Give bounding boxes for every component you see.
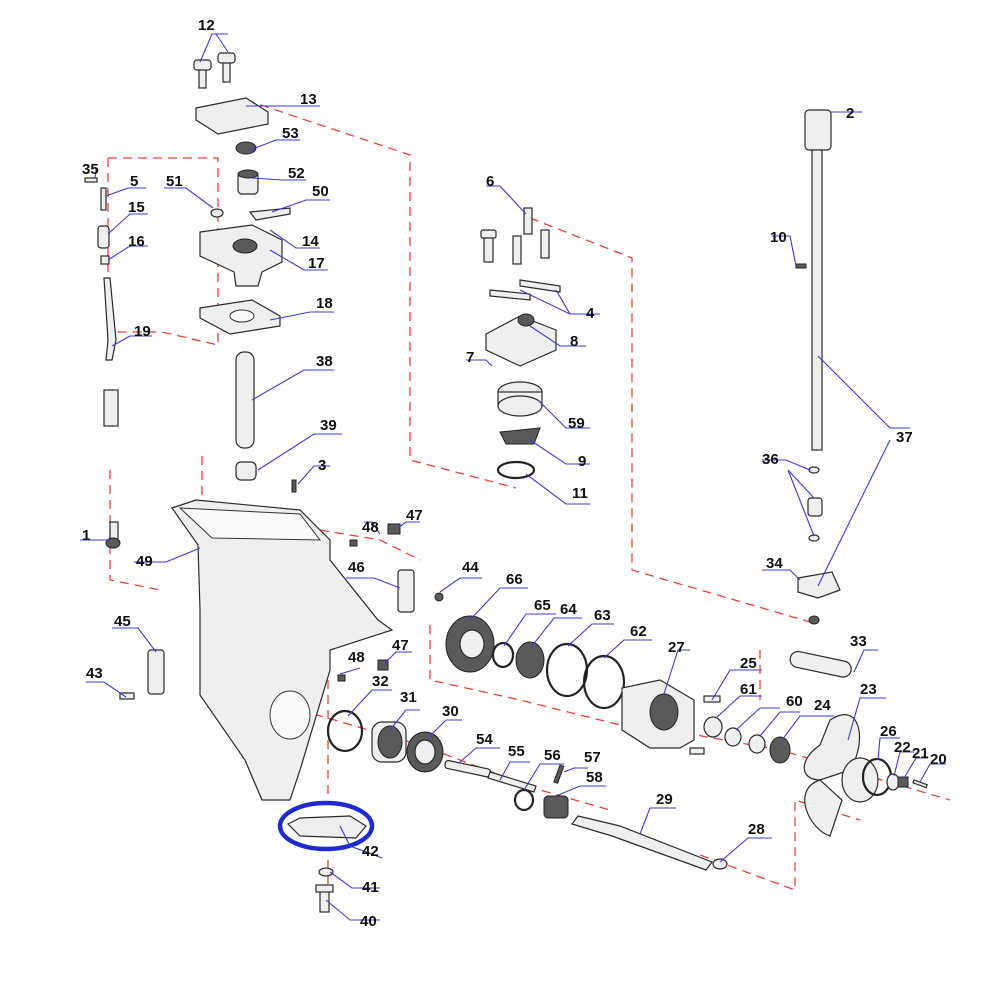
callout-2: 2 <box>846 105 854 122</box>
callout-50: 50 <box>312 183 329 200</box>
callout-23: 23 <box>860 681 877 698</box>
callout-3: 3 <box>318 457 326 474</box>
callout-52: 52 <box>288 165 305 182</box>
callout-48-lower: 48 <box>348 649 365 666</box>
callout-24: 24 <box>814 697 831 714</box>
callout-13: 13 <box>300 91 317 108</box>
callout-63: 63 <box>594 607 611 624</box>
callout-53: 53 <box>282 125 299 142</box>
parts <box>84 52 928 913</box>
callout-16: 16 <box>128 233 145 250</box>
callout-41: 41 <box>362 879 379 896</box>
callout-7: 7 <box>466 349 474 366</box>
callout-6: 6 <box>486 173 494 190</box>
callout-39: 39 <box>320 417 337 434</box>
callout-17: 17 <box>308 255 325 272</box>
callout-48-upper: 48 <box>362 519 379 536</box>
callout-58: 58 <box>586 769 603 786</box>
callout-55: 55 <box>508 743 525 760</box>
callout-44: 44 <box>462 559 479 576</box>
callout-9: 9 <box>578 453 586 470</box>
callout-46: 46 <box>348 559 365 576</box>
callout-33: 33 <box>850 633 867 650</box>
bolt-pair-12 <box>193 52 236 89</box>
callout-labels: 12 13 53 52 50 51 14 17 18 38 39 3 35 5 … <box>82 17 947 930</box>
callout-20: 20 <box>930 751 947 768</box>
callout-66: 66 <box>506 571 523 588</box>
callout-62: 62 <box>630 623 647 640</box>
callout-37: 37 <box>896 429 913 446</box>
callout-32: 32 <box>372 673 389 690</box>
callout-60: 60 <box>786 693 803 710</box>
callout-12: 12 <box>198 17 215 34</box>
callout-57: 57 <box>584 749 601 766</box>
callout-10: 10 <box>770 229 787 246</box>
leader-lines <box>80 33 946 921</box>
callout-1: 1 <box>82 527 90 544</box>
callout-59: 59 <box>568 415 585 432</box>
callout-56: 56 <box>544 747 561 764</box>
callout-47-lower: 47 <box>392 637 409 654</box>
callout-35: 35 <box>82 161 99 178</box>
callout-14: 14 <box>302 233 319 250</box>
callout-51: 51 <box>166 173 183 190</box>
callout-34: 34 <box>766 555 783 572</box>
callout-25: 25 <box>740 655 757 672</box>
callout-43: 43 <box>86 665 103 682</box>
callout-49: 49 <box>136 553 153 570</box>
callout-4: 4 <box>586 305 595 322</box>
callout-22: 22 <box>894 739 911 756</box>
callout-36: 36 <box>762 451 779 468</box>
callout-54: 54 <box>476 731 493 748</box>
callout-45: 45 <box>114 613 131 630</box>
callout-42: 42 <box>362 843 379 860</box>
callout-27: 27 <box>668 639 685 656</box>
callout-21: 21 <box>912 745 929 762</box>
callout-15: 15 <box>128 199 145 216</box>
callout-31: 31 <box>400 689 417 706</box>
callout-26: 26 <box>880 723 897 740</box>
callout-19: 19 <box>134 323 151 340</box>
highlight-ring-42 <box>277 800 375 852</box>
callout-30: 30 <box>442 703 459 720</box>
callout-11: 11 <box>572 485 588 502</box>
callout-28: 28 <box>748 821 765 838</box>
callout-8: 8 <box>570 333 578 350</box>
callout-38: 38 <box>316 353 333 370</box>
callout-40: 40 <box>360 913 377 930</box>
callout-47-upper: 47 <box>406 507 423 524</box>
callout-29: 29 <box>656 791 673 808</box>
callout-65: 65 <box>534 597 551 614</box>
callout-64: 64 <box>560 601 577 618</box>
callout-61: 61 <box>740 681 757 698</box>
callout-18: 18 <box>316 295 333 312</box>
callout-5: 5 <box>130 173 138 190</box>
